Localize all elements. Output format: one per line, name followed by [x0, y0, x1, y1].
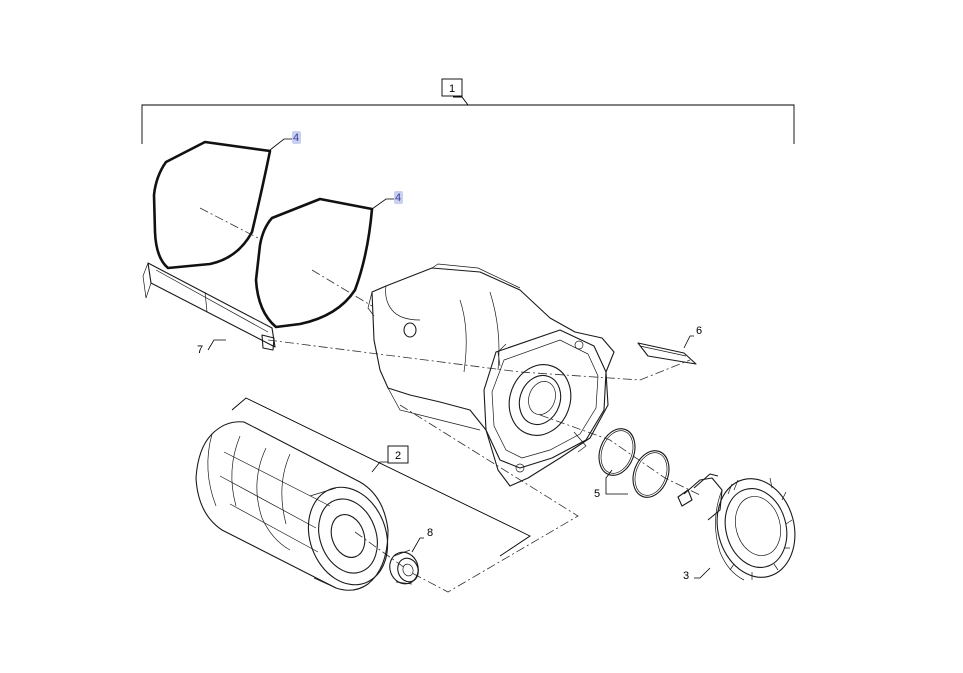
impeller-bracket: 2 — [231, 397, 531, 557]
callout-4-lower[interactable]: 4 — [395, 192, 401, 204]
callout-8[interactable]: 8 — [427, 527, 433, 539]
clip-6[interactable] — [637, 342, 697, 365]
callout-4-lower-group: 4 — [371, 191, 403, 210]
callout-7[interactable]: 7 — [197, 344, 203, 356]
callout-6-group: 6 — [683, 325, 702, 349]
fan-housing[interactable] — [367, 263, 615, 487]
callout-3[interactable]: 3 — [683, 570, 689, 582]
seal-strip-7[interactable] — [142, 262, 276, 351]
knob-3[interactable] — [677, 470, 806, 586]
bearing-8[interactable] — [385, 548, 422, 588]
callout-7-group: 7 — [197, 339, 226, 356]
callout-5-group: 5 — [594, 469, 628, 500]
assembly-bracket-1: 1 — [141, 78, 795, 144]
callout-3-group: 3 — [683, 567, 711, 582]
callout-8-group: 8 — [411, 527, 433, 553]
callout-4-upper[interactable]: 4 — [293, 132, 299, 144]
callout-1[interactable]: 1 — [449, 83, 455, 95]
callout-6[interactable]: 6 — [696, 325, 702, 337]
callout-5[interactable]: 5 — [594, 488, 600, 500]
o-rings-5[interactable] — [593, 424, 675, 503]
impeller-2[interactable] — [195, 421, 401, 596]
callout-4-upper-group: 4 — [269, 131, 301, 151]
center-lines — [199, 207, 701, 593]
gasket-right[interactable] — [254, 197, 374, 329]
gasket-left[interactable] — [152, 140, 272, 270]
callout-2[interactable]: 2 — [395, 450, 401, 462]
